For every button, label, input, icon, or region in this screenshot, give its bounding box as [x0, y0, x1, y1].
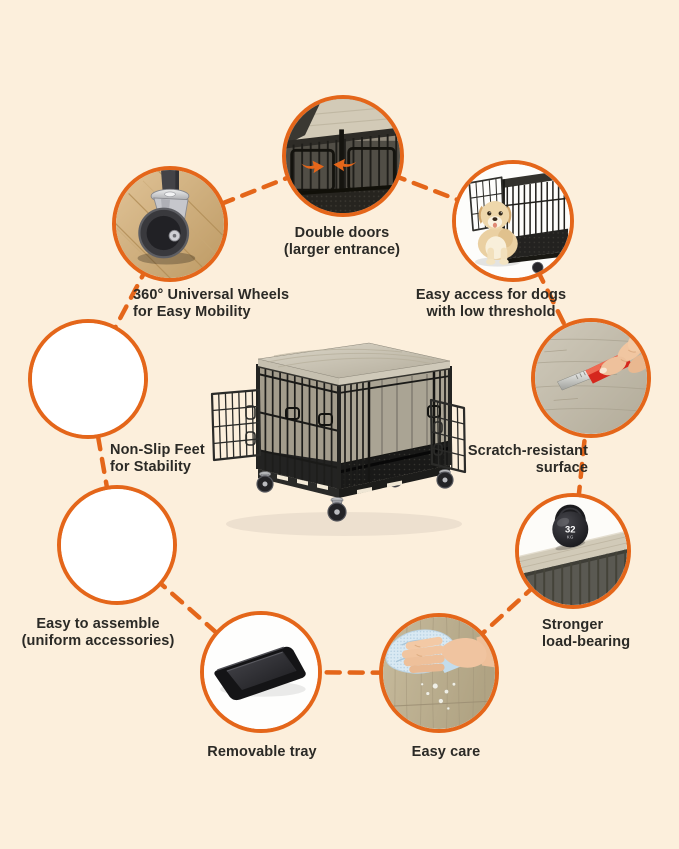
- label-line: surface: [535, 459, 588, 476]
- double-doors-photo: [286, 99, 400, 213]
- caster-wheel-photo: [116, 170, 224, 278]
- label-line: Easy to assemble: [36, 616, 160, 632]
- feature-circle-easy-access: [452, 160, 574, 282]
- kettlebell-photo: 32 KG: [519, 497, 627, 605]
- label-line: load-bearing: [542, 633, 631, 650]
- feature-label-easy-care: Easy care: [366, 744, 526, 761]
- wiping-hand-photo: [383, 617, 495, 729]
- label-line: Non-Slip Feet: [110, 442, 205, 458]
- puppy: [475, 201, 521, 267]
- feature-circle-easy-care: [379, 613, 499, 733]
- feature-label-removable-tray: Removable tray: [172, 744, 352, 761]
- label-line: Easy access for dogs: [415, 287, 567, 303]
- feature-label-universal-wheels: 360° Universal Wheels for Easy Mobility: [133, 287, 303, 321]
- kettlebell-unit-text: KG: [567, 534, 574, 539]
- label-line: Stronger: [542, 617, 604, 633]
- label-line: Removable tray: [207, 744, 317, 760]
- feature-circle-non-slip-feet: [28, 319, 148, 439]
- blank-circle: [32, 323, 144, 435]
- label-line: (larger entrance): [283, 241, 401, 258]
- puppy-at-crate-photo: [456, 164, 570, 278]
- feature-circle-removable-tray: [200, 611, 322, 733]
- feature-label-double-doors: Double doors (larger entrance): [242, 225, 442, 259]
- feature-label-scratch-resistant: Scratch-resistant surface: [408, 443, 588, 477]
- feature-circle-double-doors: [282, 95, 404, 217]
- feature-label-non-slip-feet: Non-Slip Feet for Stability: [110, 442, 240, 476]
- label-line: Double doors: [294, 225, 390, 241]
- label-line: (uniform accessories): [21, 632, 175, 649]
- label-line: for Easy Mobility: [133, 303, 251, 320]
- feature-label-easy-assemble: Easy to assemble (uniform accessories): [3, 616, 193, 650]
- feature-circle-load-bearing: 32 KG: [515, 493, 631, 609]
- utility-knife-photo: [535, 322, 647, 434]
- blank-circle: [61, 489, 173, 601]
- feature-circle-universal-wheels: [112, 166, 228, 282]
- right-open-door: [429, 398, 467, 474]
- label-line: 360° Universal Wheels: [133, 287, 290, 303]
- caster-wheels: [256, 469, 454, 522]
- feature-label-load-bearing: Stronger load-bearing: [542, 617, 672, 651]
- left-open-door: [210, 388, 262, 462]
- feature-label-easy-access: Easy access for dogs with low threshold: [391, 287, 591, 321]
- dog-crate-product-image: [210, 342, 467, 536]
- feature-circle-easy-assemble: [57, 485, 177, 605]
- label-line: Scratch-resistant: [467, 443, 588, 459]
- feature-circle-scratch-resistant: [531, 318, 651, 438]
- label-line: Easy care: [411, 744, 481, 760]
- label-line: for Stability: [110, 458, 192, 475]
- kettlebell-weight-text: 32: [565, 525, 576, 536]
- door-direction-arrows: [301, 158, 357, 174]
- black-tray-photo: [204, 615, 318, 729]
- label-line: with low threshold: [426, 303, 556, 320]
- water-droplets: [420, 682, 456, 711]
